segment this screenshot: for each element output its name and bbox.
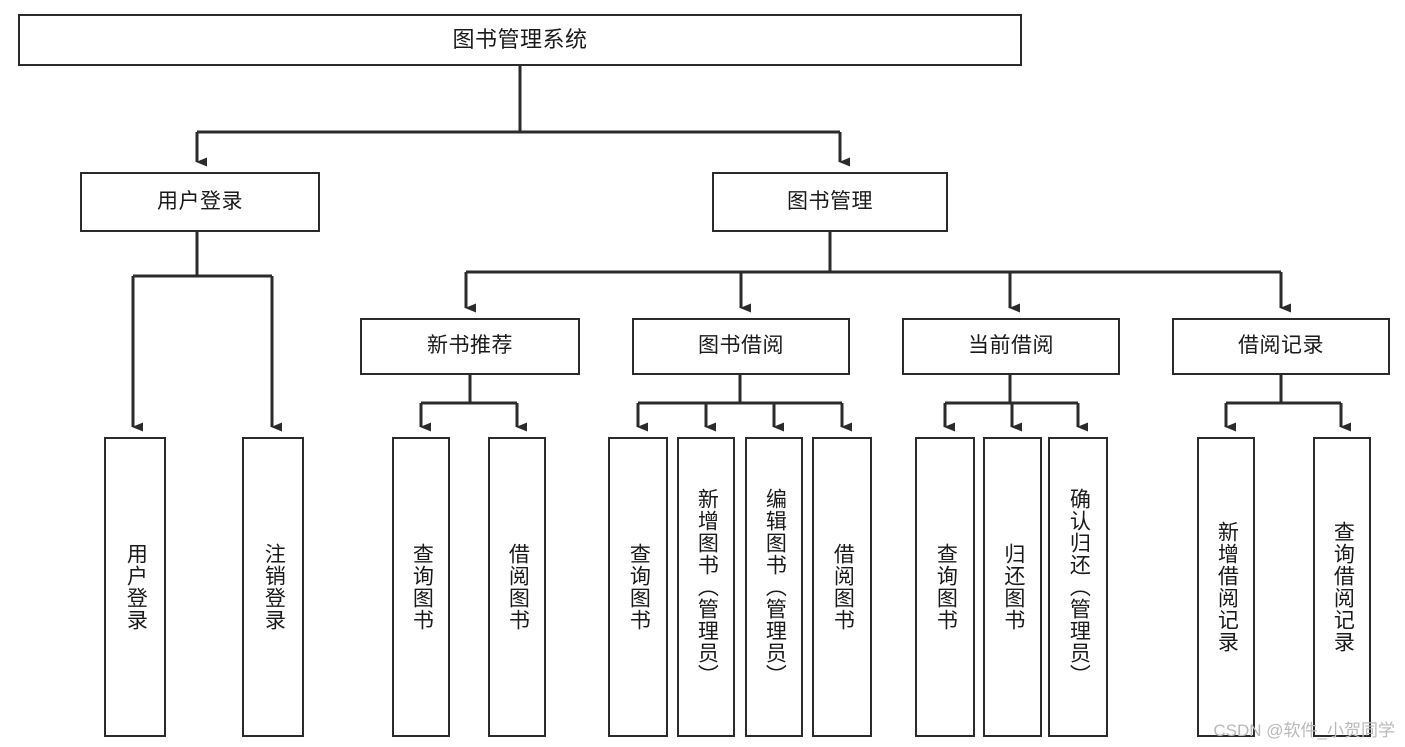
leaf-query-book-2[interactable]: 查询图书: [608, 437, 668, 737]
node-borrow-record-label: 借阅记录: [1238, 334, 1324, 358]
leaf-borrow-book-2[interactable]: 借阅图书: [812, 437, 872, 737]
node-user-login-label: 用户登录: [157, 189, 243, 213]
leaf-return-book[interactable]: 归还图书: [983, 437, 1042, 737]
leaf-query-record-label: 查询借阅记录: [1331, 521, 1355, 653]
leaf-query-book-2-label: 查询图书: [627, 543, 651, 631]
leaf-logout-login-label: 注销登录: [262, 543, 286, 631]
leaf-user-login[interactable]: 用户登录: [104, 437, 166, 737]
node-root-label: 图书管理系统: [452, 27, 588, 53]
leaf-query-book-1-label: 查询图书: [410, 543, 434, 631]
leaf-add-book[interactable]: 新增图书（管理员）: [677, 437, 735, 737]
watermark: CSDN @软件_小贺同学: [1213, 721, 1395, 740]
node-borrow-record[interactable]: 借阅记录: [1172, 318, 1390, 375]
leaf-add-record-label: 新增借阅记录: [1215, 521, 1239, 653]
leaf-borrow-book-1[interactable]: 借阅图书: [488, 437, 546, 737]
leaf-return-book-label: 归还图书: [1001, 543, 1025, 631]
leaf-borrow-book-2-label: 借阅图书: [831, 543, 855, 631]
node-book-manage[interactable]: 图书管理: [712, 172, 948, 232]
node-current-borrow[interactable]: 当前借阅: [902, 318, 1120, 375]
leaf-add-book-label: 新增图书（管理员）: [695, 488, 719, 686]
node-new-book-recommend[interactable]: 新书推荐: [360, 318, 580, 375]
leaf-confirm-return-label: 确认归还（管理员）: [1067, 488, 1091, 686]
node-root[interactable]: 图书管理系统: [18, 14, 1022, 66]
node-user-login[interactable]: 用户登录: [80, 172, 320, 232]
node-new-book-recommend-label: 新书推荐: [427, 334, 513, 358]
leaf-query-record[interactable]: 查询借阅记录: [1313, 437, 1371, 737]
leaf-logout-login[interactable]: 注销登录: [242, 437, 304, 737]
leaf-query-book-3-label: 查询图书: [934, 543, 958, 631]
leaf-edit-book[interactable]: 编辑图书（管理员）: [745, 437, 803, 737]
node-current-borrow-label: 当前借阅: [968, 334, 1054, 358]
leaf-edit-book-label: 编辑图书（管理员）: [763, 488, 787, 686]
leaf-borrow-book-1-label: 借阅图书: [506, 543, 530, 631]
node-book-manage-label: 图书管理: [787, 189, 873, 213]
leaf-query-book-1[interactable]: 查询图书: [392, 437, 450, 737]
leaf-confirm-return[interactable]: 确认归还（管理员）: [1048, 437, 1108, 737]
leaf-user-login-label: 用户登录: [124, 543, 148, 631]
node-book-borrow[interactable]: 图书借阅: [632, 318, 850, 375]
node-book-borrow-label: 图书借阅: [698, 334, 784, 358]
leaf-query-book-3[interactable]: 查询图书: [915, 437, 975, 737]
leaf-add-record[interactable]: 新增借阅记录: [1197, 437, 1255, 737]
